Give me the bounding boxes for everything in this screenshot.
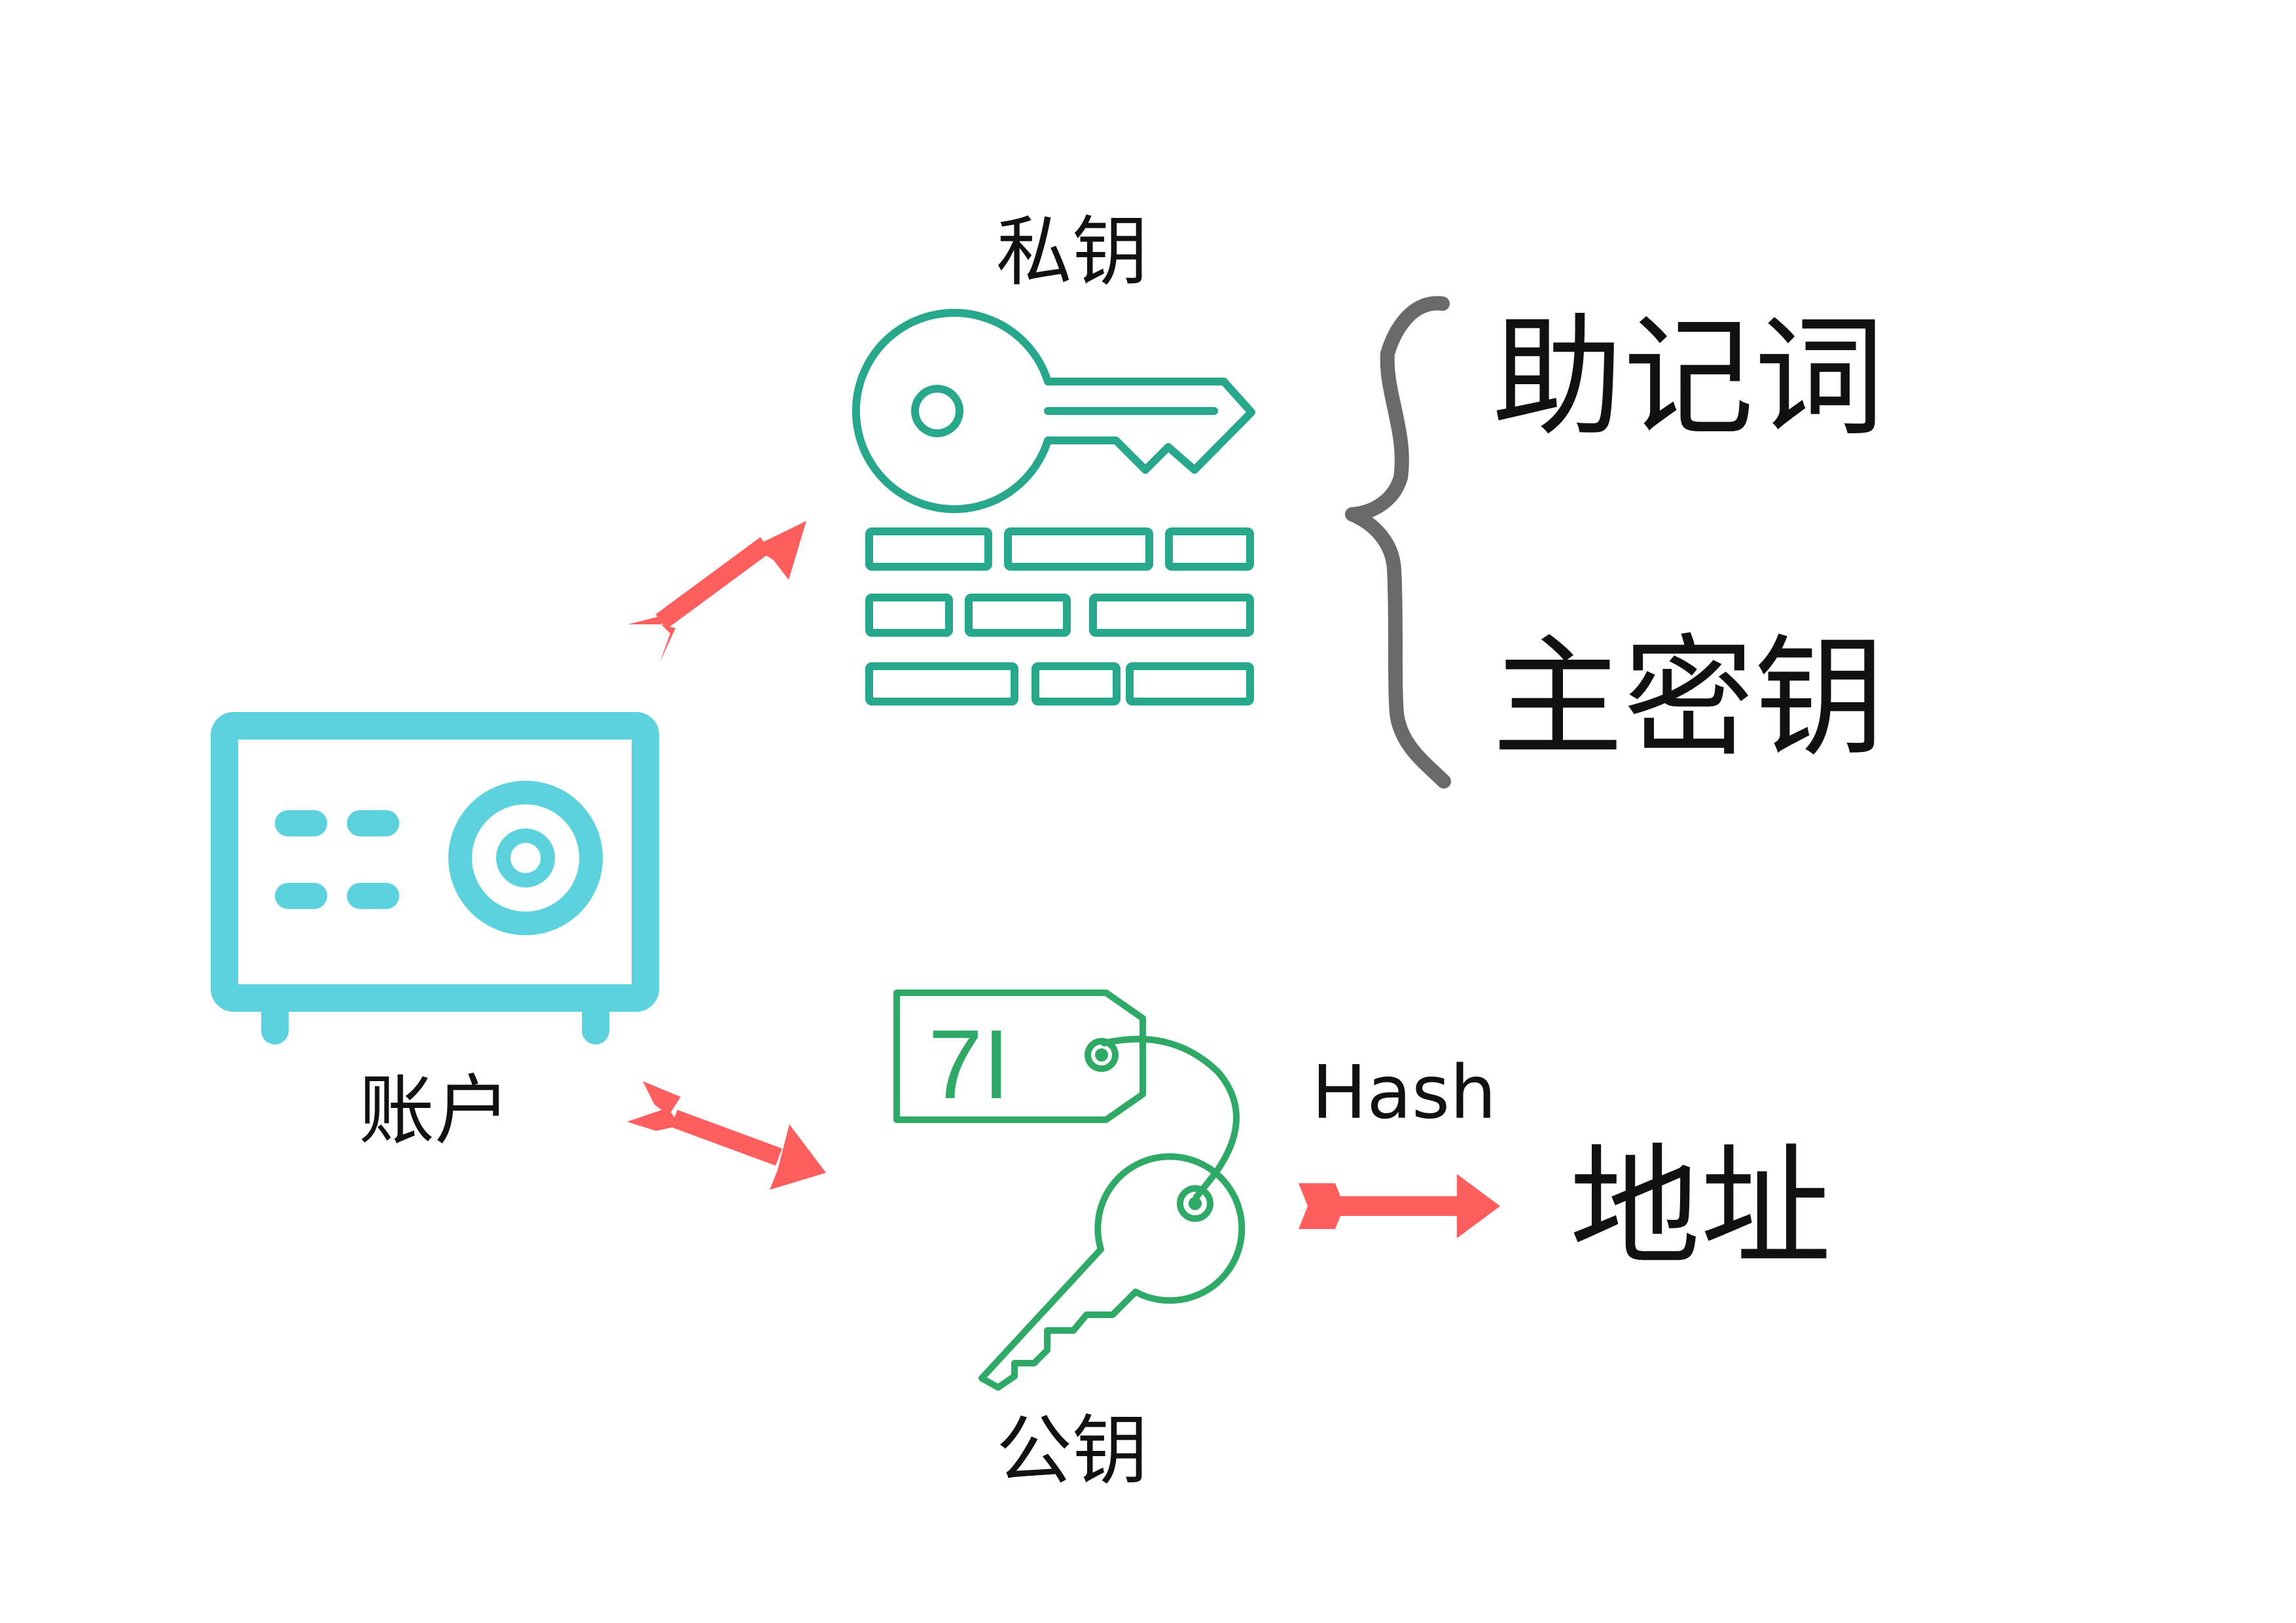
mnemonic-label: 助记词 xyxy=(1492,302,1886,454)
arrow-public-key-to-address xyxy=(1299,1174,1500,1238)
private-key-icon xyxy=(852,309,1255,705)
master-key-label: 主密钥 xyxy=(1492,622,1886,775)
public-key-tag-text: 7I xyxy=(928,1009,1010,1119)
hash-label: Hash xyxy=(1312,1050,1497,1135)
public-key-icon xyxy=(893,990,1246,1391)
arrow-account-to-private-key xyxy=(628,521,806,662)
safe-icon xyxy=(211,712,659,1044)
grouping-brace xyxy=(1345,296,1451,789)
address-label: 地址 xyxy=(1570,1132,1832,1284)
arrow-account-to-public-key xyxy=(627,1081,826,1190)
account-label: 账户 xyxy=(359,1067,511,1155)
public-key-label: 公钥 xyxy=(996,1407,1148,1495)
private-key-label: 私钥 xyxy=(996,208,1148,296)
